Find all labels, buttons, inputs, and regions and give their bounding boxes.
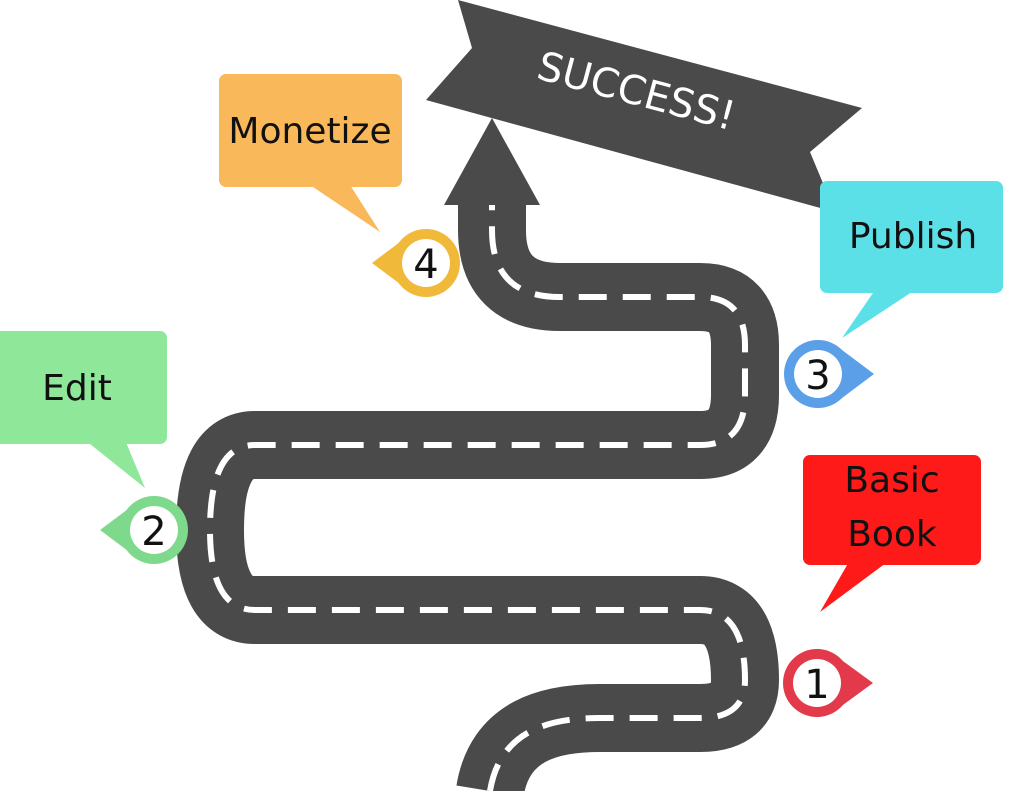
callout-3-tail xyxy=(842,290,915,338)
success-banner-flag xyxy=(426,0,862,212)
milestone-3-number: 3 xyxy=(805,353,830,399)
callout-1-tail xyxy=(820,560,890,612)
milestone-3: Publish 3 xyxy=(784,181,1003,408)
callout-2-tail xyxy=(85,440,145,488)
milestone-3-center xyxy=(794,350,842,398)
milestone-1: Basic Book 1 xyxy=(783,455,981,717)
milestone-4: Monetize 4 xyxy=(219,74,460,297)
callout-4-tail xyxy=(310,185,380,232)
milestone-1-center xyxy=(793,659,841,707)
callout-2-label: Edit xyxy=(42,368,112,409)
callout-1-label-line-1: Basic xyxy=(844,460,939,501)
milestone-4-number: 4 xyxy=(413,242,438,288)
milestone-4-center xyxy=(402,239,450,287)
milestone-2: Edit 2 xyxy=(0,331,188,564)
milestone-2-number: 2 xyxy=(141,509,166,555)
callout-4-box xyxy=(219,74,402,187)
callout-3-label: Publish xyxy=(849,216,977,257)
milestone-1-number: 1 xyxy=(804,662,829,708)
road xyxy=(176,118,779,791)
milestone-2-center xyxy=(130,506,178,554)
callout-2-box xyxy=(0,331,167,444)
callout-1-box xyxy=(803,455,981,565)
road-arrow-head xyxy=(444,118,540,205)
callout-1-label-line-2: Book xyxy=(847,514,937,555)
callout-3-box xyxy=(820,181,1003,293)
callout-4-label: Monetize xyxy=(228,111,391,152)
road-body xyxy=(176,190,779,791)
